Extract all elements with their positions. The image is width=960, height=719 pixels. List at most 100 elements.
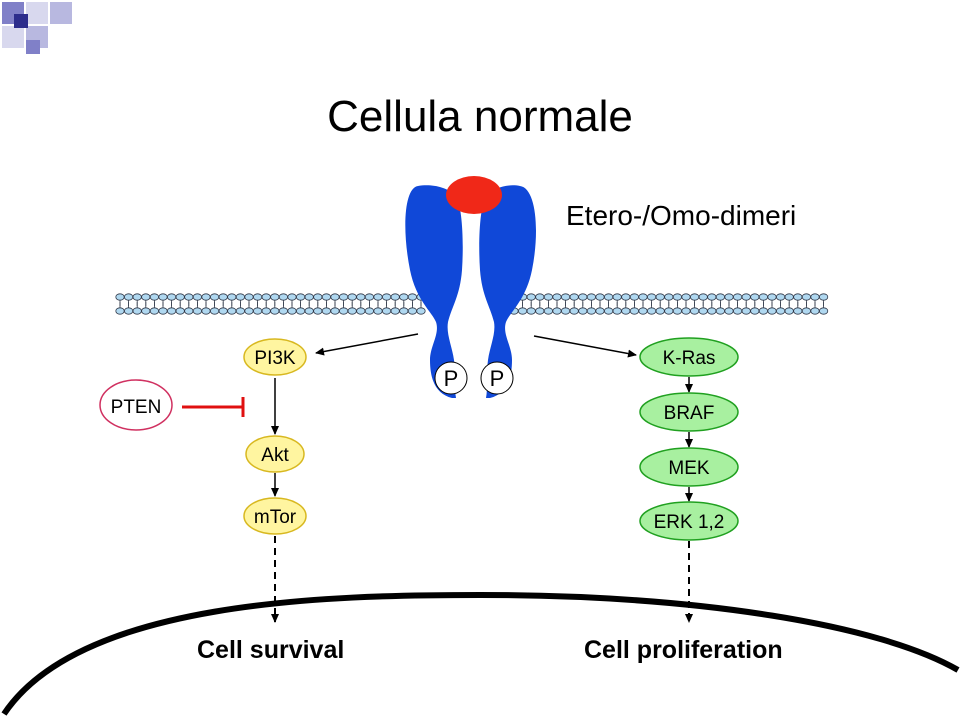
lipid-head: [732, 307, 743, 315]
lipid-head: [167, 307, 177, 315]
lipid-head: [612, 307, 622, 315]
lipid-head: [560, 307, 571, 315]
lipid-head: [227, 293, 237, 301]
lipid-head: [698, 293, 708, 301]
lipid-head: [167, 293, 177, 301]
lipid-head: [347, 293, 357, 301]
lipid-head: [681, 293, 691, 301]
lipid-head: [560, 293, 571, 301]
erk-label: ERK 1,2: [654, 512, 725, 533]
lipid-head: [295, 307, 306, 315]
lipid-head: [526, 293, 536, 301]
lipid-head: [526, 307, 536, 315]
corner-decoration: [2, 2, 72, 54]
lipid-head: [801, 307, 812, 315]
lipid-head: [235, 293, 245, 301]
erk-node: [639, 501, 739, 541]
phospho-left-circle: [434, 361, 468, 395]
lipid-head: [158, 307, 168, 315]
lipid-head: [373, 307, 383, 315]
lipid-head: [175, 307, 185, 315]
lipid-head: [175, 293, 185, 301]
lipid-head: [552, 293, 562, 301]
mek-label: MEK: [668, 458, 710, 479]
lipid-head: [603, 307, 614, 315]
lipid-head: [707, 307, 717, 315]
lipid-head: [681, 307, 691, 315]
arrow-receptor-to-kras: [533, 335, 637, 358]
phospho-left-label: P: [444, 366, 459, 391]
lipid-head: [741, 307, 751, 315]
lipid-head: [672, 307, 683, 315]
lipid-head: [543, 307, 554, 315]
lipid-head: [750, 293, 760, 301]
lipid-head: [201, 307, 211, 315]
pten-label: PTEN: [111, 397, 162, 418]
lipid-head: [304, 293, 314, 301]
lipid-head: [192, 307, 202, 315]
lipid-head: [210, 293, 220, 301]
lipid-head: [149, 293, 159, 301]
lipid-head: [407, 293, 417, 301]
lipid-head: [261, 293, 271, 301]
lipid-head: [184, 307, 194, 315]
akt-label: Akt: [261, 445, 289, 466]
kras-label: K-Ras: [663, 348, 716, 369]
lipid-head: [287, 293, 297, 301]
lipid-head: [586, 293, 597, 301]
page-title: Cellula normale: [327, 92, 633, 141]
lipid-head: [621, 307, 631, 315]
lipid-head: [810, 307, 820, 315]
lipid-head: [115, 293, 125, 301]
lipid-head: [569, 293, 579, 301]
lipid-head: [750, 307, 760, 315]
lipid-head: [775, 293, 786, 301]
lipid-head: [304, 307, 314, 315]
braf-node: [639, 392, 739, 432]
lipid-head: [724, 307, 734, 315]
lipid-head: [646, 307, 657, 315]
lipid-head: [638, 293, 648, 301]
lipid-head: [672, 293, 683, 301]
lipid-head: [278, 307, 288, 315]
lipid-head: [629, 307, 640, 315]
lipid-head: [132, 293, 142, 301]
lipid-head: [793, 307, 803, 315]
lipid-head: [689, 307, 700, 315]
lipid-head: [552, 307, 562, 315]
lipid-head: [517, 307, 528, 315]
lipid-head: [321, 307, 331, 315]
lipid-head: [407, 307, 417, 315]
lipid-head: [149, 307, 159, 315]
lipid-head: [578, 307, 588, 315]
lipid-head: [373, 293, 383, 301]
lipid-head: [793, 293, 803, 301]
lipid-head: [715, 307, 726, 315]
lipid-head: [698, 307, 708, 315]
lipid-head: [818, 293, 829, 301]
mtor-label: mTor: [254, 507, 297, 528]
lipid-head: [278, 293, 288, 301]
lipid-head: [543, 293, 554, 301]
pi3k-label: PI3K: [254, 348, 296, 369]
lipid-head: [192, 293, 202, 301]
mek-node: [639, 447, 739, 487]
lipid-head: [784, 307, 794, 315]
lipid-head: [210, 307, 220, 315]
lipid-head: [218, 307, 228, 315]
lipid-head: [595, 293, 605, 301]
lipid-head: [227, 307, 237, 315]
lipid-head: [132, 307, 142, 315]
receptor-label: Etero-/Omo-dimeri: [566, 200, 797, 231]
lipid-head: [287, 307, 297, 315]
lipid-head: [621, 293, 631, 301]
lipid-head: [218, 293, 228, 301]
lipid-head: [115, 307, 125, 315]
phospho-right-label: P: [490, 366, 505, 391]
lipid-head: [158, 293, 168, 301]
lipid-head: [390, 307, 400, 315]
lipid-head: [595, 307, 605, 315]
lipid-head: [399, 293, 409, 301]
lipid-head: [689, 293, 700, 301]
